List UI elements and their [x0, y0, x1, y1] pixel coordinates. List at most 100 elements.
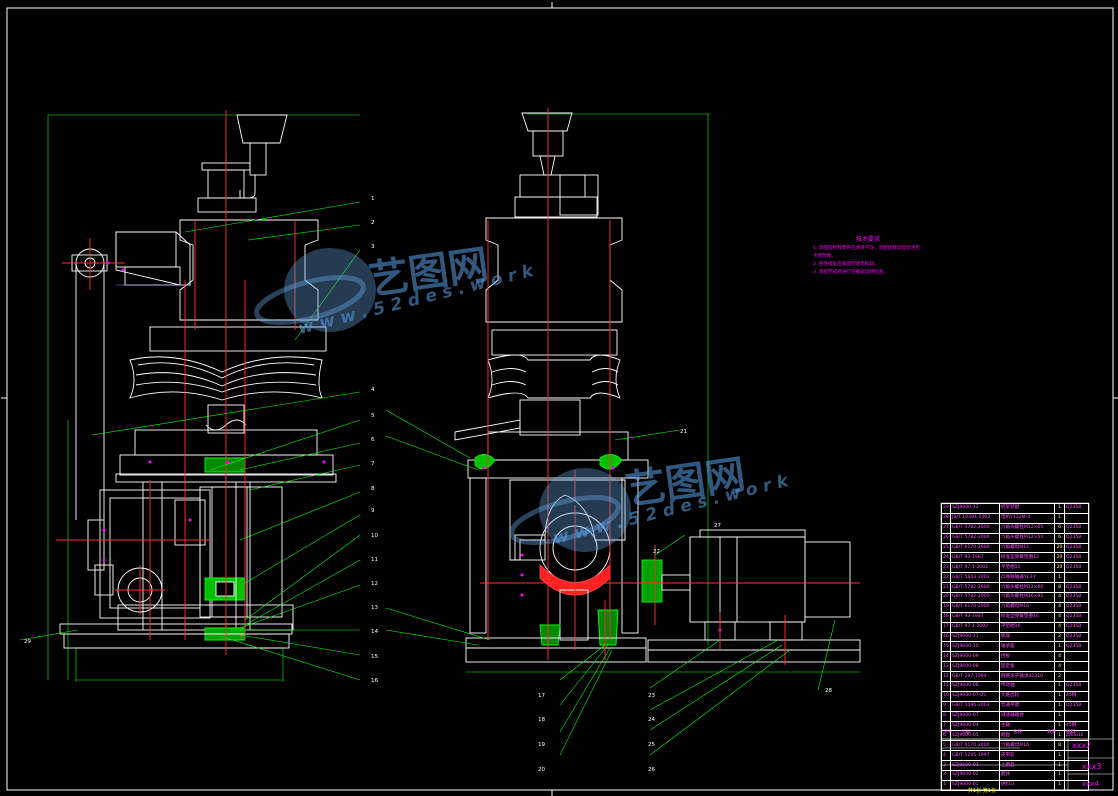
bom-cell-mat	[1063, 671, 1090, 683]
callout-3: 3	[371, 244, 375, 250]
bom-cell-code: GB/T 97.1-2002	[949, 621, 1000, 633]
front-view	[47, 110, 360, 682]
bom-cell-no: 5	[941, 740, 951, 752]
callout-24: 24	[648, 717, 655, 723]
bom-header: 序号 代号 名称 数量 材料	[941, 725, 1089, 739]
bom-cell-mat: Q235B	[1063, 641, 1090, 653]
bom-cell-mat	[1063, 572, 1090, 584]
callout-26: 26	[648, 767, 655, 773]
bom-cell-name: 轴承座	[998, 641, 1056, 653]
bom-cell-name: 机架装配	[998, 503, 1056, 514]
bom-cell-code: GB/T 5782-2000	[949, 592, 1000, 603]
bom-cell-qty: 2	[1054, 631, 1065, 643]
callout-labels: 1 2 3 4 5 6 7 8 9 10 11 12 13 14 15 16 1…	[24, 196, 832, 773]
callout-12: 12	[371, 581, 378, 587]
bom-cell-qty: 4	[1054, 592, 1065, 603]
bom-cell-qty: 1	[1054, 710, 1065, 722]
callout-8: 8	[371, 486, 375, 492]
bom-cell-no: 29	[941, 503, 951, 514]
bom-cell-qty: 6	[1054, 522, 1065, 534]
bom-cell-name: 六角头螺栓M12×60	[998, 582, 1056, 594]
bom-cell-qty: 20	[1054, 552, 1065, 564]
bom-cell-qty: 1	[1054, 779, 1065, 791]
callout-20: 20	[538, 767, 545, 773]
bom-cell-no: 2	[941, 770, 951, 781]
bom-cell-name: 六角螺母M16	[998, 740, 1056, 752]
bom-cell-name: 上磨盘	[998, 760, 1056, 772]
bom-cell-no: 25	[941, 542, 951, 554]
bom-cell-qty: 1	[1054, 512, 1065, 524]
bom-cell-code: GB/T 1245-1997	[949, 750, 1000, 762]
bom-cell-mat	[1063, 770, 1090, 781]
bom-cell-mat: 45钢	[1063, 690, 1090, 702]
bom-cell-name: 大锥齿轮	[998, 690, 1056, 702]
bom-cell-no: 21	[941, 582, 951, 594]
bom-cell-name: 六角螺母M12	[998, 542, 1056, 554]
bom-cell-mat	[1063, 512, 1090, 524]
bom-cell-no: 22	[941, 572, 951, 584]
bom-cell-qty: 20	[1054, 562, 1065, 574]
bom-cell-mat	[1063, 651, 1090, 663]
bom-header-qty: 数量	[1047, 730, 1057, 735]
bom-header-mat: 材料	[1066, 730, 1076, 735]
bom-cell-qty: 6	[1054, 532, 1065, 544]
bom-cell-code: GB/T 5782-2000	[949, 532, 1000, 544]
bom-header-no: 序号	[943, 730, 953, 735]
callout-16: 16	[371, 678, 378, 684]
bom-cell-mat: Q235B	[1063, 522, 1090, 534]
bom-cell-name: 六角头螺栓M16×95	[998, 592, 1056, 603]
callout-9: 9	[371, 508, 375, 514]
bom-cell-code: GB/T 5782-2000	[949, 582, 1000, 594]
bom-cell-no: 19	[941, 601, 951, 613]
bom-cell-mat: Q235B	[1063, 611, 1090, 623]
notes-title: 技术要求	[855, 236, 880, 243]
bom-cell-mat: Q235B	[1063, 532, 1090, 544]
bom-cell-code: GB/T 6170-2000	[949, 601, 1000, 613]
bom-cell-code: GB/T 6170-2000	[949, 542, 1000, 554]
bom-cell-no: 10	[941, 690, 951, 702]
bom-cell-qty: 1	[1054, 503, 1065, 514]
callout-22: 22	[653, 549, 660, 555]
bom-cell-qty: 1	[1054, 770, 1065, 781]
bom-cell-mat: Q235B	[1063, 700, 1090, 712]
bom-cell-mat: Q235B	[1063, 592, 1090, 603]
bom-cell-no: 20	[941, 592, 951, 603]
bom-cell-code: GB/T 5782-2000	[949, 522, 1000, 534]
bom-cell-qty: 4	[1054, 601, 1065, 613]
bom-cell-qty: 1	[1054, 700, 1065, 712]
bom-cell-mat: Q235B	[1063, 503, 1090, 514]
bom-cell-mat	[1063, 779, 1090, 791]
callout-27: 27	[714, 523, 721, 529]
bom-cell-name: 皮带轮	[998, 750, 1056, 762]
sheet-border	[6, 7, 1114, 791]
callout-25: 25	[648, 742, 655, 748]
bom-header-code: 代号	[961, 730, 971, 735]
bom-cell-no: 11	[941, 681, 951, 692]
bom-cell-name: 普通平键	[998, 700, 1056, 712]
bom-cell-mat: Q235B	[1063, 601, 1090, 613]
bom-cell-name: 圆锥滚子轴承32310	[998, 671, 1056, 683]
note-line: 2. 各连接处应紧固可靠无松动。	[813, 262, 879, 267]
bom-cell-no: 3	[941, 760, 951, 772]
callout-17: 17	[538, 693, 545, 699]
note-line: 3. 装配完成后进行空载试运转检查。	[813, 270, 888, 275]
watermark-globes	[254, 248, 631, 552]
bom-cell-no: 23	[941, 562, 951, 574]
bom-cell-qty: 1	[1054, 641, 1065, 653]
bom-cell-name: 六角螺母M16	[998, 601, 1056, 613]
bom-cell-mat	[1063, 661, 1090, 673]
